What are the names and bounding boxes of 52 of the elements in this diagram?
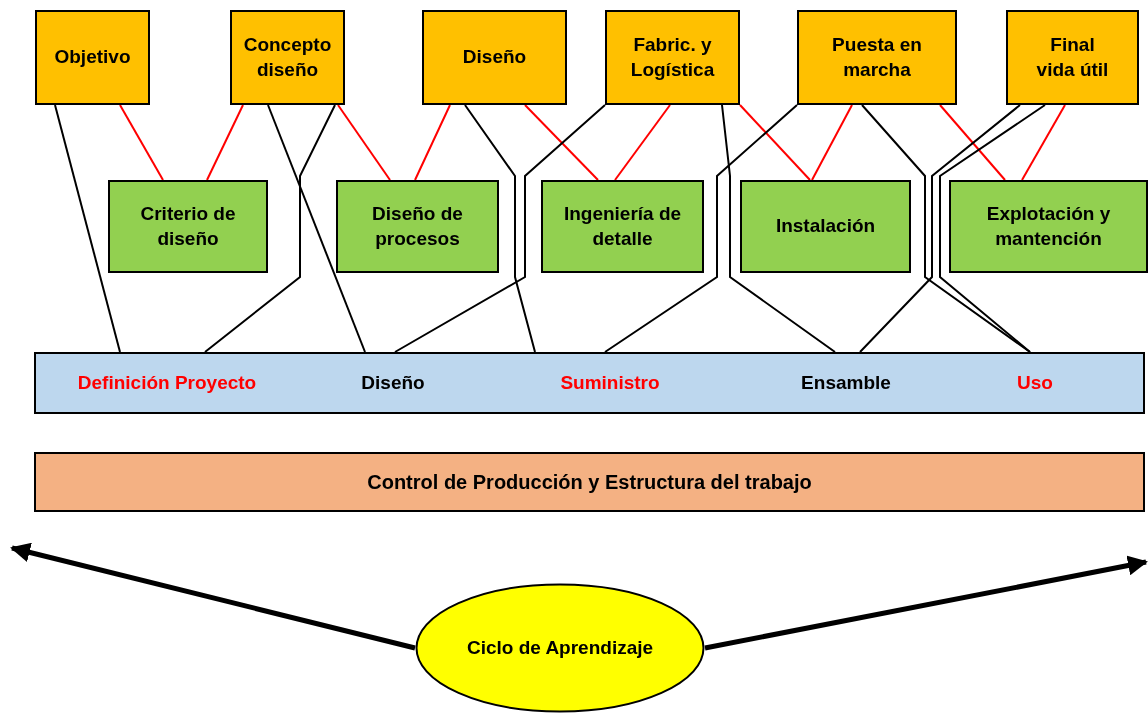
connector-line [206,104,244,181]
phase-label: Uso [1017,370,1053,395]
box-label: Final vida útil [1035,32,1110,82]
cycle-ellipse [415,583,705,713]
connector-line [1021,104,1066,181]
connector-line [939,104,1006,181]
process-box [336,180,499,273]
connector-line [414,104,451,181]
connector-line [119,104,164,181]
box-label: Ciclo de Aprendizaje [466,635,654,660]
process-box [230,10,345,105]
connector-line [204,104,336,353]
box-label: Concepto diseño [242,32,333,82]
arrow [10,542,416,651]
connector-line [739,104,811,181]
box-label: Diseño [462,45,527,70]
process-box [797,10,957,105]
connector-line [54,104,121,353]
phase-label: Suministro [560,370,660,395]
process-box [35,10,150,105]
process-box [541,180,704,273]
box-label: Explotación y mantención [985,201,1112,251]
connector-line [464,104,536,353]
process-box [1006,10,1139,105]
connector-line [721,104,836,353]
process-box [740,180,911,273]
box-label: Puesta en marcha [831,32,923,82]
process-box [108,180,268,273]
box-label: Objetivo [54,45,131,70]
phase-label: Definición Proyecto [77,370,257,395]
phase-label: Ensamble [801,370,891,395]
process-box [605,10,740,105]
process-box [422,10,567,105]
connector-line [939,104,1046,353]
connector-line [267,104,366,353]
box-label: Diseño de procesos [371,201,464,251]
connector-line [337,104,391,181]
phase-band [34,352,1145,414]
connector-line [524,104,599,181]
phase-label: Diseño [361,370,425,395]
arrow [704,555,1148,651]
connector-line [811,104,853,181]
box-label: Ingeniería de detalle [562,201,683,251]
connector-line [614,104,671,181]
box-label: Fabric. y Logística [629,32,716,82]
connector-line [604,104,798,353]
process-box [949,180,1148,273]
band-title: Control de Producción y Estructura del trabajo [367,470,812,495]
box-label: Criterio de diseño [139,201,237,251]
control-band [34,452,1145,512]
box-label: Instalación [775,214,876,239]
connector-line [394,104,606,353]
